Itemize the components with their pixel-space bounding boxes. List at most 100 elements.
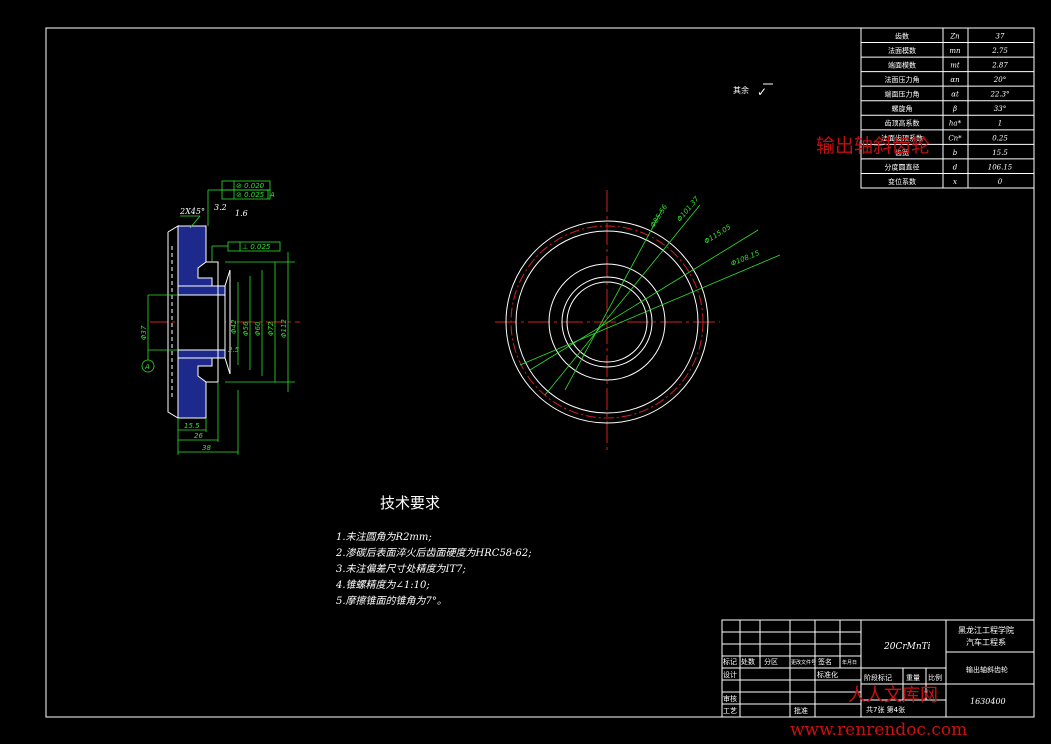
tech-req-item-4: 4.锥螺精度为∠1:10; bbox=[335, 579, 430, 591]
param-value: 0.25 bbox=[992, 134, 1008, 142]
param-symbol: b bbox=[953, 149, 958, 157]
param-symbol: x bbox=[953, 178, 957, 186]
hub-circle bbox=[548, 263, 666, 381]
front-dim-lines bbox=[519, 204, 781, 396]
param-value: 37 bbox=[996, 32, 1005, 40]
hdr-stage: 阶段标记 bbox=[864, 673, 892, 682]
drawing-border bbox=[45, 27, 1035, 718]
watermark-site-cn: 人人文库网 bbox=[848, 685, 938, 706]
bore-dim: Φ37 bbox=[140, 325, 148, 340]
param-symbol: d bbox=[953, 163, 958, 171]
param-name: 齿顶高系数 bbox=[885, 119, 920, 128]
hdr-approve: 批准 bbox=[794, 706, 808, 715]
watermark-part-name: 输出轴斜齿轮 bbox=[816, 135, 930, 157]
param-symbol: mn bbox=[949, 47, 961, 55]
datum-circle-label: A bbox=[144, 363, 150, 371]
hdr-docno: 更改文件号 bbox=[791, 659, 816, 666]
dim-r: 2.5 bbox=[228, 346, 240, 354]
hdr-zone: 分区 bbox=[764, 657, 778, 666]
hdr-date: 年月日 bbox=[842, 659, 857, 666]
dim-d3: Φ60 bbox=[254, 321, 262, 336]
watermark-site-url: www.renrendoc.com bbox=[790, 720, 967, 740]
hdr-weight: 重量 bbox=[906, 674, 920, 682]
tolerance-1: ⊘ 0.020 bbox=[236, 182, 265, 190]
param-value: 0 bbox=[998, 178, 1003, 186]
tech-req-item-3: 3.未注偏差尺寸处精度为IT7; bbox=[336, 563, 466, 575]
param-name: 齿数 bbox=[895, 31, 909, 40]
dim-w3: 38 bbox=[202, 444, 211, 452]
param-name: 法面压力角 bbox=[885, 75, 920, 84]
param-name: 变位系数 bbox=[888, 177, 916, 186]
param-symbol: Zn bbox=[949, 32, 960, 40]
param-symbol: αn bbox=[950, 76, 960, 84]
roughness-a: 3.2 bbox=[214, 203, 227, 212]
pitch-circle bbox=[510, 225, 704, 419]
chamfer-dim: 2X45° bbox=[179, 207, 205, 216]
roughness-symbol-icon: ✓ bbox=[757, 85, 767, 99]
param-value: 20° bbox=[993, 76, 1006, 84]
param-symbol: ha* bbox=[949, 120, 962, 128]
param-symbol: Cn* bbox=[948, 134, 962, 142]
param-symbol: αt bbox=[951, 91, 959, 99]
dim-w2: 26 bbox=[194, 432, 203, 440]
param-name: 法面齿顶系数 bbox=[881, 133, 923, 142]
tech-req-item-5: 5.摩擦锥面的锥角为7°。 bbox=[336, 595, 447, 607]
part-name: 输出轴斜齿轮 bbox=[966, 665, 1008, 674]
title-block-text: 20CrMnTi 黑龙江工程学院 汽车工程系 输出轴斜齿轮 1630400 标记… bbox=[723, 625, 1014, 715]
param-value: 1 bbox=[998, 120, 1002, 128]
tech-req-item-1: 1.未注圆角为R2mm; bbox=[336, 531, 432, 543]
gear-parameter-table: 齿数 Zn 37 法面模数 mn 2.75 端面模数 mt 2.87 法面压力角 αn 20° 端面压力… bbox=[860, 27, 1035, 189]
bore-outer-circle bbox=[561, 276, 653, 368]
param-name: 分度圆直径 bbox=[885, 162, 920, 171]
hdr-std: 标准化 bbox=[817, 670, 838, 679]
surface-finish-note: 其余 ✓ bbox=[733, 83, 773, 99]
gear-rim-bottom-section bbox=[177, 357, 213, 419]
front-dim-3: Φ115.05 bbox=[703, 223, 733, 246]
param-name: 法面模数 bbox=[888, 46, 916, 55]
hdr-sign: 签名 bbox=[818, 657, 832, 666]
param-symbol: β bbox=[952, 105, 957, 113]
param-value: 2.75 bbox=[991, 47, 1008, 55]
param-name: 端面模数 bbox=[888, 61, 916, 70]
front-view: Φ85.56 Φ101.37 Φ115.05 Φ108.15 bbox=[495, 190, 781, 452]
datum-label: A bbox=[269, 191, 275, 199]
param-value: 22.3° bbox=[989, 91, 1009, 99]
root-circle bbox=[515, 230, 699, 414]
technical-requirements: 技术要求 1.未注圆角为R2mm; 2.渗碳后表面淬火后齿面硬度为HRC58-6… bbox=[335, 494, 532, 607]
roughness-b: 1.6 bbox=[235, 209, 248, 218]
gear-rim-top-section bbox=[177, 225, 213, 287]
param-value: 15.5 bbox=[992, 149, 1008, 157]
drawing-number: 1630400 bbox=[970, 697, 1006, 706]
dim-d2: Φ56 bbox=[242, 321, 250, 336]
school-name: 黑龙江工程学院 bbox=[958, 625, 1014, 635]
param-name: 齿宽 bbox=[895, 148, 909, 157]
tip-circle bbox=[505, 220, 709, 424]
param-name: 螺旋角 bbox=[892, 104, 913, 113]
param-symbol: mt bbox=[950, 62, 960, 70]
dim-d1: Φ42 bbox=[230, 319, 238, 334]
department-name: 汽车工程系 bbox=[966, 637, 1006, 647]
tolerance-2: ⊘ 0.025 bbox=[236, 191, 265, 199]
tech-req-title: 技术要求 bbox=[380, 494, 440, 512]
hdr-scale: 比例 bbox=[928, 673, 942, 682]
dim-d5: Φ112 bbox=[280, 319, 288, 338]
tolerance-3: ⊥ 0.025 bbox=[242, 243, 271, 251]
section-view: 2X45° 3.2 1.6 ⊘ 0.020 ⊘ 0.025 ⊥ 0.025 A … bbox=[140, 180, 300, 455]
hdr-mark: 标记 bbox=[723, 657, 737, 666]
dim-d4: Φ72 bbox=[267, 321, 275, 336]
hdr-count: 处数 bbox=[741, 657, 755, 666]
param-name: 端面压力角 bbox=[885, 90, 920, 99]
hdr-design: 设计 bbox=[723, 670, 737, 679]
title-block bbox=[721, 619, 1035, 718]
tech-req-item-2: 2.渗碳后表面淬火后齿面硬度为HRC58-62; bbox=[335, 547, 532, 559]
param-value: 2.87 bbox=[991, 62, 1008, 70]
bore-circle bbox=[566, 281, 648, 363]
material-label: 20CrMnTi bbox=[883, 642, 931, 652]
hdr-review: 审核 bbox=[723, 694, 737, 703]
surface-note-label: 其余 bbox=[733, 85, 749, 95]
hdr-process: 工艺 bbox=[723, 707, 737, 715]
param-value: 33° bbox=[994, 105, 1006, 113]
front-dim-1: Φ85.56 bbox=[649, 203, 670, 229]
sheet-count: 共7张 第4张 bbox=[866, 705, 905, 714]
